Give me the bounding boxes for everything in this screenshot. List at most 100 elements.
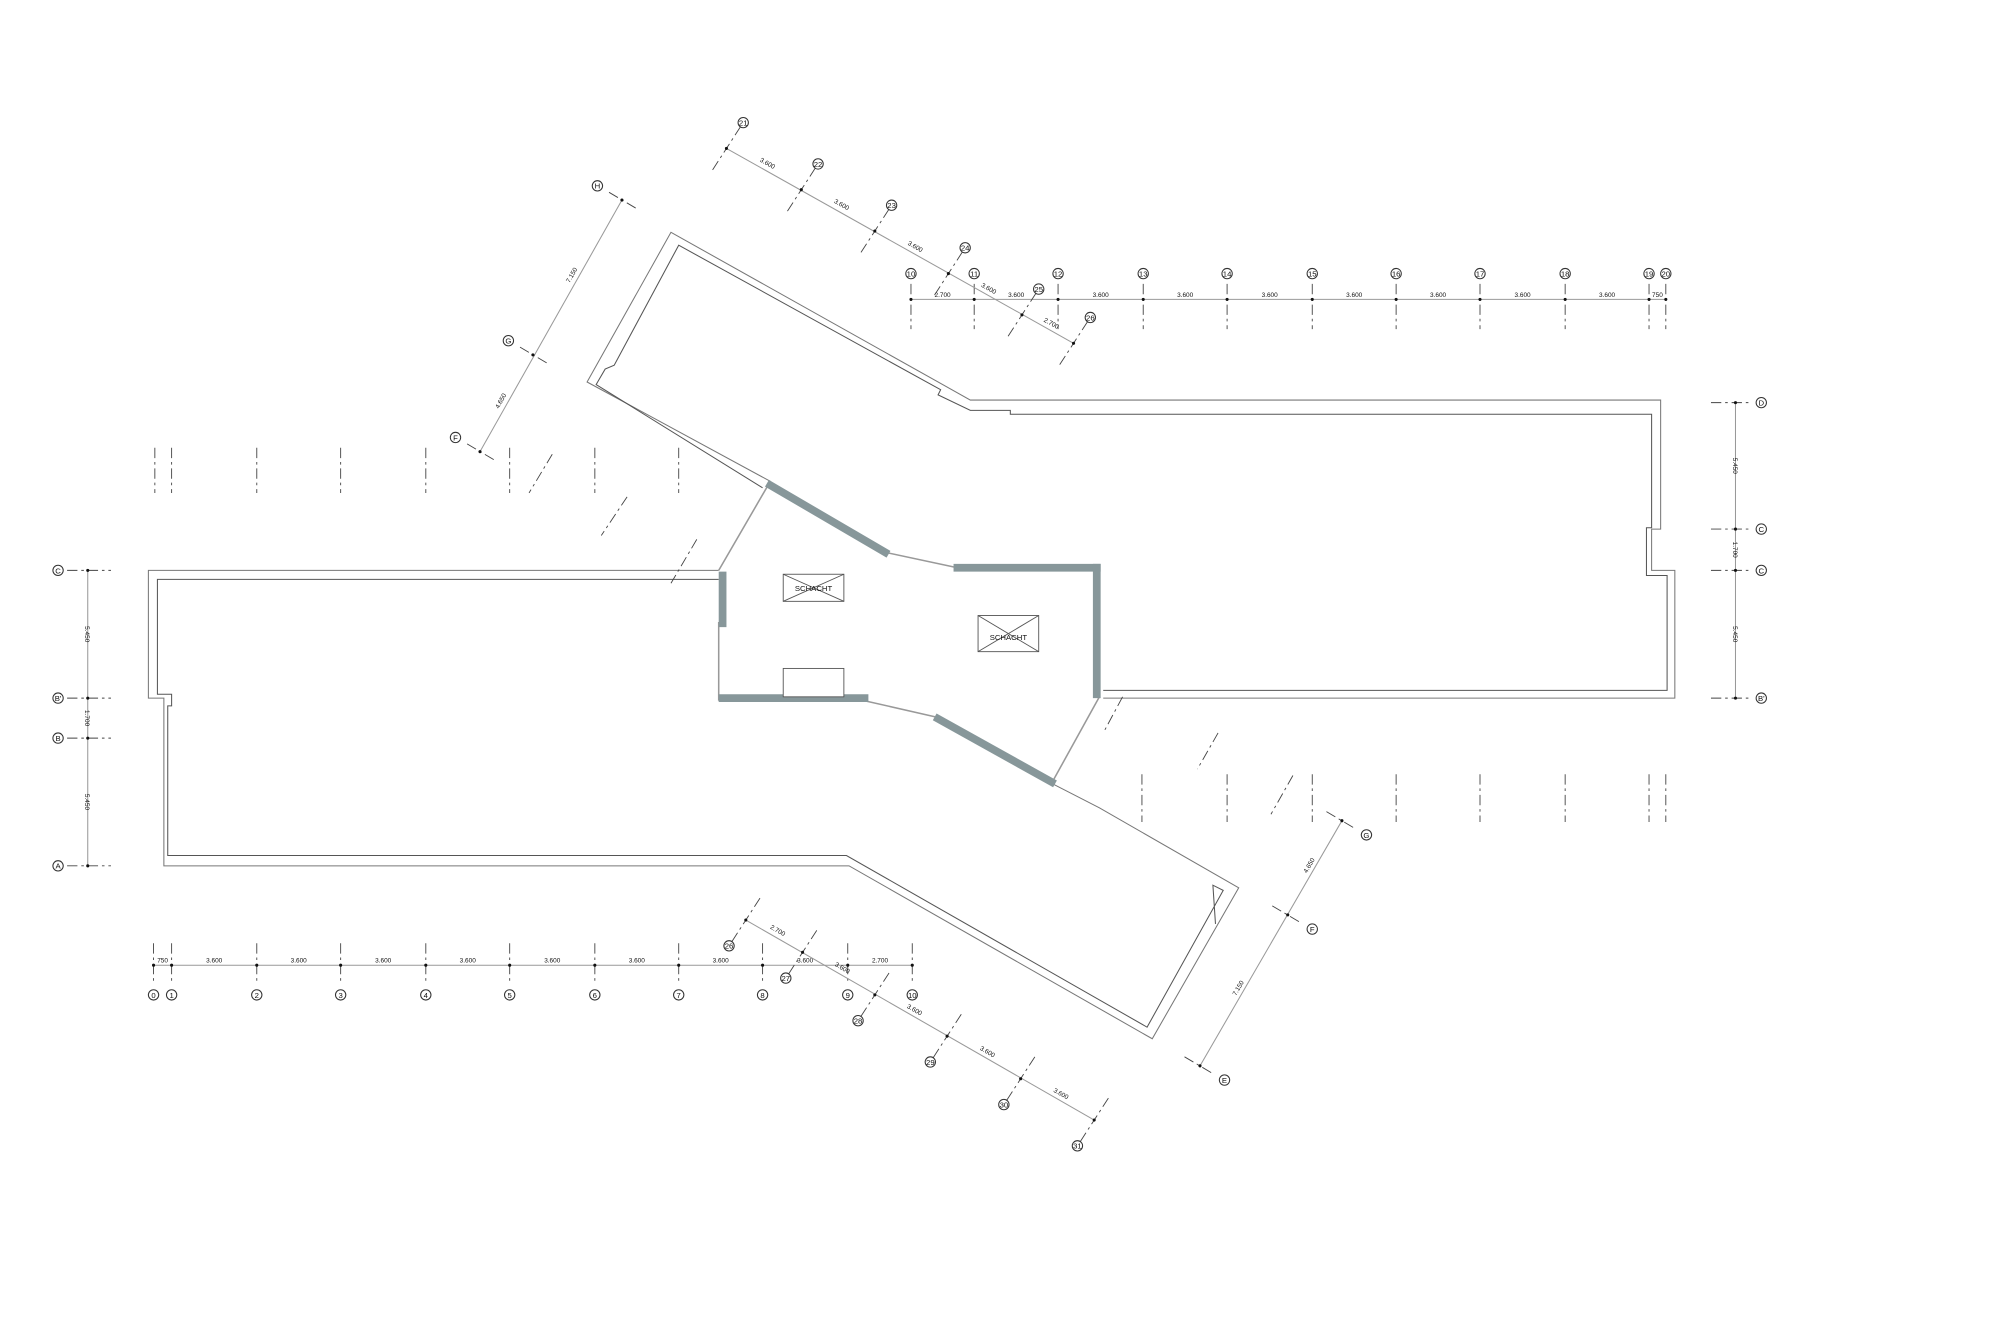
dimension-label: 3.600 — [544, 958, 561, 965]
grid-axis-label: 21 — [739, 119, 748, 128]
grid-axis-label: 20 — [1662, 269, 1671, 278]
grid-axis-label: 9 — [846, 991, 850, 1000]
dimension-tick — [424, 963, 428, 967]
grid-bubble: D — [1755, 396, 1767, 409]
dimension-label: 3.600 — [1346, 292, 1363, 299]
grid-bubble: E — [1218, 1074, 1231, 1086]
dimension-tick — [86, 568, 90, 572]
dimension-tick — [1092, 1118, 1096, 1122]
grid-axis-label: 2 — [255, 991, 259, 1000]
grid-bubble: 21 — [737, 116, 749, 129]
dimension-tick — [1733, 568, 1738, 572]
grid-bubble-circle — [852, 1015, 864, 1027]
grid-bubble: 6 — [589, 989, 601, 1001]
grid-axis-label: 29 — [926, 1058, 935, 1067]
building-outline — [147, 231, 1676, 1040]
grid-axis-label: 27 — [782, 974, 791, 983]
grid-axis-label: 12 — [1054, 269, 1063, 278]
dimension-tick — [761, 963, 765, 967]
dimension-tick — [846, 963, 850, 967]
grid-bubble: C — [52, 564, 64, 577]
dimension-label: 3.600 — [1052, 1087, 1070, 1101]
grid-line — [600, 496, 628, 536]
grid-bubble-circle — [449, 431, 462, 444]
nw-wing-outer — [586, 231, 1676, 699]
dimension-label: 5.450 — [1731, 626, 1738, 643]
grid-bubble-circle — [52, 732, 64, 744]
window — [884, 551, 958, 569]
dimension-tick — [1340, 819, 1344, 823]
dimension-line — [1199, 820, 1343, 1067]
dimension-tick — [1225, 297, 1229, 301]
grid-bubble-circle — [1137, 267, 1149, 280]
grid-bubble-circle — [1390, 267, 1402, 280]
grid-bubble-circle — [334, 989, 347, 1001]
grid-axis-label: 25 — [1034, 285, 1043, 294]
grid-bubble-circle — [52, 860, 64, 872]
grid-axis-label: 19 — [1645, 269, 1654, 278]
dimension-tick — [1478, 297, 1482, 301]
grid-bubble-circle — [1755, 692, 1767, 704]
dimension-label: 3.600 — [1177, 292, 1194, 299]
grid-axis-label: 16 — [1392, 269, 1401, 278]
grid-line — [1102, 696, 1123, 734]
grid-bubble: 25 — [1033, 283, 1045, 295]
dimension-line — [479, 199, 623, 452]
grid-axis-label: H — [595, 182, 601, 191]
core-wall — [932, 713, 1057, 788]
dimension-label: 3.600 — [833, 198, 851, 212]
grid-bubble: 23 — [885, 199, 898, 211]
window — [864, 699, 939, 719]
grid-axis-label: 4 — [424, 991, 429, 1000]
grid-bubble-circle — [1755, 523, 1767, 535]
dimension-label: 3.600 — [291, 958, 308, 965]
grid-axis-label: 7 — [677, 991, 681, 1000]
dimension-label: 2.700 — [935, 292, 952, 299]
dimension-tick — [531, 353, 535, 357]
grid-axis-label: 5 — [508, 991, 512, 1000]
dimension-tick — [593, 963, 597, 967]
grid-bubble: C — [1755, 523, 1767, 535]
grid-axis-label: G — [1363, 831, 1369, 840]
grid-bubble-circle — [165, 989, 178, 1001]
dimension-tick — [170, 963, 174, 967]
dimension-tick — [339, 963, 343, 967]
grid-bubble-circle — [1218, 1074, 1231, 1086]
grid-bubble-circle — [756, 989, 769, 1001]
grid-bubble-circle — [780, 972, 792, 984]
grid-line — [1270, 775, 1294, 815]
dimension-tick — [677, 963, 681, 967]
grid-bubble-circle — [52, 692, 64, 704]
grid-bubble-circle — [924, 1056, 936, 1068]
shaft-2: SCHACHT — [977, 615, 1040, 653]
dimension-tick — [873, 229, 877, 233]
grid-bubble-circle — [1033, 283, 1045, 295]
grid-bubble-circle — [1360, 829, 1373, 841]
grid-bubble: 27 — [780, 972, 792, 984]
grid-bubble: A — [52, 860, 64, 872]
dimension-tick — [86, 736, 90, 740]
grid-bubble: 22 — [812, 158, 824, 170]
window — [1050, 696, 1101, 784]
dimension-label: 2.700 — [1042, 317, 1060, 331]
grid-line — [670, 539, 698, 584]
grid-bubble: 30 — [998, 1098, 1010, 1111]
counter — [782, 667, 845, 698]
grid-bubble: G — [502, 335, 515, 347]
grid-bubble: 26 — [723, 940, 735, 952]
grid-bubble: B' — [52, 692, 64, 704]
dimension-tick — [1141, 297, 1145, 301]
grid-bubble-circle — [589, 989, 601, 1001]
grid-axis-label: 26 — [725, 942, 734, 951]
grid-bubble-circle — [812, 158, 824, 170]
dimension-label: 5.450 — [83, 626, 90, 643]
dimension-tick — [86, 696, 90, 700]
grid-bubble-circle — [1052, 267, 1064, 280]
dimension-label: 3.600 — [206, 958, 223, 965]
grid-bubble-circle — [251, 989, 263, 1001]
grid-axis-label: 24 — [961, 244, 970, 253]
dimension-label: 3.600 — [1430, 292, 1447, 299]
grid-axis-label: 10 — [907, 269, 916, 278]
grid-bubble-circle — [1660, 267, 1672, 280]
